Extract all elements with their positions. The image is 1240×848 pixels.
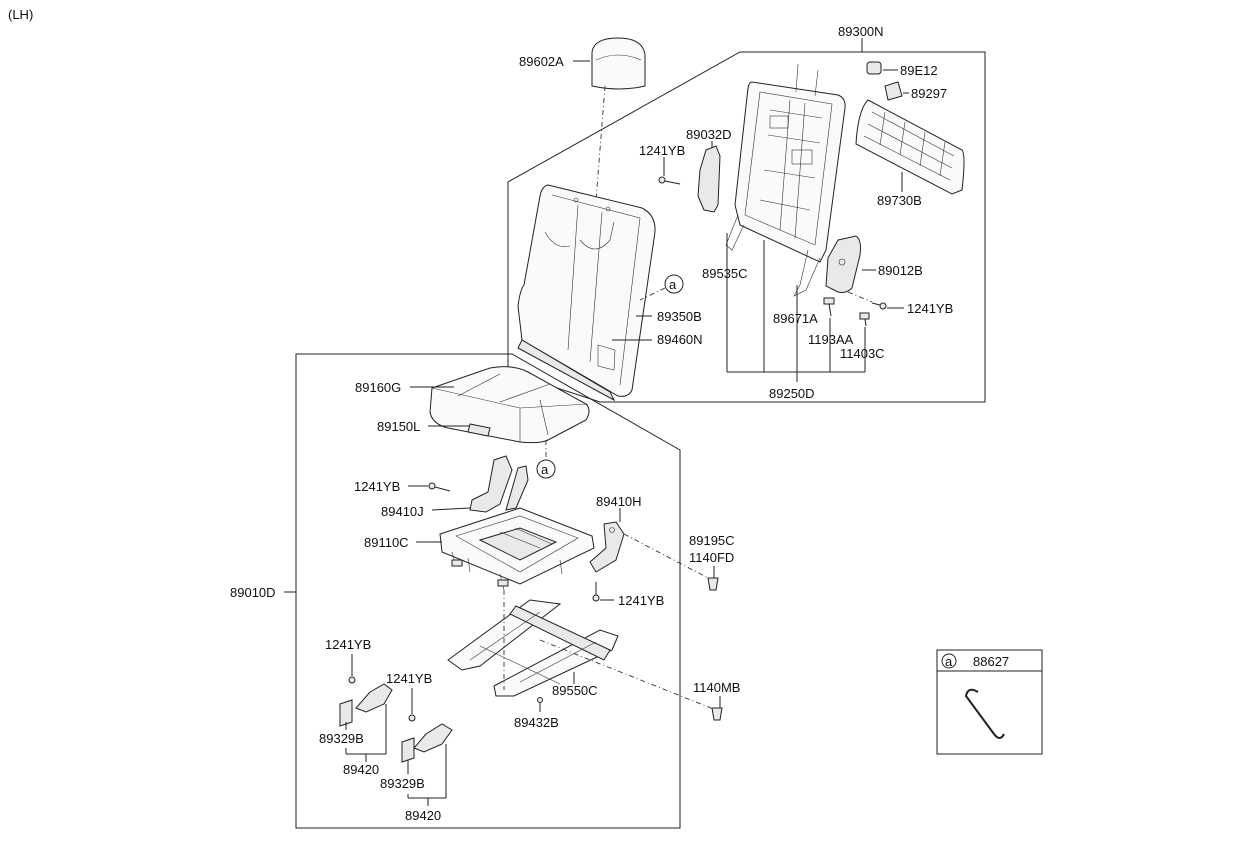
seatback-frame-part[interactable] (725, 63, 846, 297)
label-1193AA: 1193AA (808, 332, 854, 347)
bolt-1140FD-part[interactable] (707, 577, 719, 591)
bolt-1193AA-part[interactable] (823, 297, 835, 317)
bracket-89410H-part[interactable] (589, 521, 625, 573)
bolt-11403C-part[interactable] (859, 312, 870, 327)
cushion-group-box (295, 353, 681, 829)
label-89460N: 89460N (657, 332, 703, 347)
bolt-1241YB-cushion-part[interactable] (428, 482, 451, 492)
bolt-1241YB-lowerright-part[interactable] (408, 688, 416, 722)
cover-89032D-part[interactable] (697, 145, 721, 213)
pad-89329B-right-part[interactable] (401, 737, 415, 763)
label-89195C: 89195C (689, 533, 735, 548)
cover-89420-left-part[interactable] (355, 683, 393, 713)
callout-a-cushion: a (541, 462, 549, 477)
callout-a-back: a (669, 277, 677, 292)
label-89410J: 89410J (381, 504, 424, 519)
label-89150L: 89150L (377, 419, 420, 434)
label-89329B-left: 89329B (319, 731, 364, 746)
label-1241YB-cushion: 1241YB (354, 479, 400, 494)
label-1241YB-center: 1241YB (618, 593, 664, 608)
label-89010D: 89010D (230, 585, 276, 600)
label-1241YB-lowerleft: 1241YB (325, 637, 371, 652)
inset-box (936, 649, 1043, 755)
label-1241YB-right: 1241YB (907, 301, 953, 316)
label-89550C: 89550C (552, 683, 598, 698)
label-1241YB-lowerright: 1241YB (386, 671, 432, 686)
bolt-1241YB-lowerleft-part[interactable] (348, 654, 356, 684)
headrest-part[interactable] (591, 37, 646, 90)
label-89350B: 89350B (657, 309, 702, 324)
label-89671A: 89671A (773, 311, 818, 326)
inset-callout-mark: a (945, 654, 953, 669)
label-89300N: 89300N (838, 24, 884, 39)
label-89432B: 89432B (514, 715, 559, 730)
label-89420-right: 89420 (405, 808, 441, 823)
inset-part-number: 88627 (973, 654, 1009, 669)
seatback-cushion-part[interactable] (517, 184, 656, 397)
label-89420-left: 89420 (343, 762, 379, 777)
bolt-1241YB-center-part[interactable] (592, 582, 600, 602)
hook-wire-88627-part[interactable] (964, 688, 1005, 739)
label-89110C: 89110C (364, 535, 409, 550)
label-89535C: 89535C (702, 266, 748, 281)
label-89E12: 89E12 (900, 63, 938, 78)
label-89730B: 89730B (877, 193, 922, 208)
seat-frame-89110C-part[interactable] (439, 507, 595, 591)
bolt-1241YB-upper-part[interactable] (658, 176, 681, 185)
bracket-89410J-part[interactable] (469, 455, 529, 513)
clip-89E12-part[interactable] (866, 61, 882, 75)
label-1140MB: 1140MB (693, 680, 740, 695)
bolt-89432B-part[interactable] (537, 697, 543, 713)
cover-89012B-part[interactable] (825, 235, 861, 293)
label-89410H: 89410H (596, 494, 642, 509)
label-89160G: 89160G (355, 380, 401, 395)
bolt-1241YB-right-part[interactable] (871, 302, 887, 310)
pad-89329B-left-part[interactable] (339, 699, 353, 727)
label-89012B: 89012B (878, 263, 923, 278)
bolt-1140MB-part[interactable] (711, 707, 723, 721)
side-label: (LH) (8, 7, 33, 22)
label-89602A: 89602A (519, 54, 564, 69)
label-1140FD: 1140FD (689, 550, 734, 565)
label-1241YB-upper: 1241YB (639, 143, 685, 158)
seat-rail-89550C-part[interactable] (447, 599, 619, 697)
label-89329B-right: 89329B (380, 776, 425, 791)
back-board-89730B-part[interactable] (855, 99, 965, 195)
label-89250D: 89250D (769, 386, 815, 401)
label-89032D: 89032D (686, 127, 732, 142)
seatback-group-box (507, 51, 986, 403)
label-89297: 89297 (911, 86, 947, 101)
label-11403C: 11403C (840, 346, 885, 361)
seat-cushion-part[interactable] (429, 366, 590, 444)
bracket-89297-part[interactable] (884, 81, 903, 101)
